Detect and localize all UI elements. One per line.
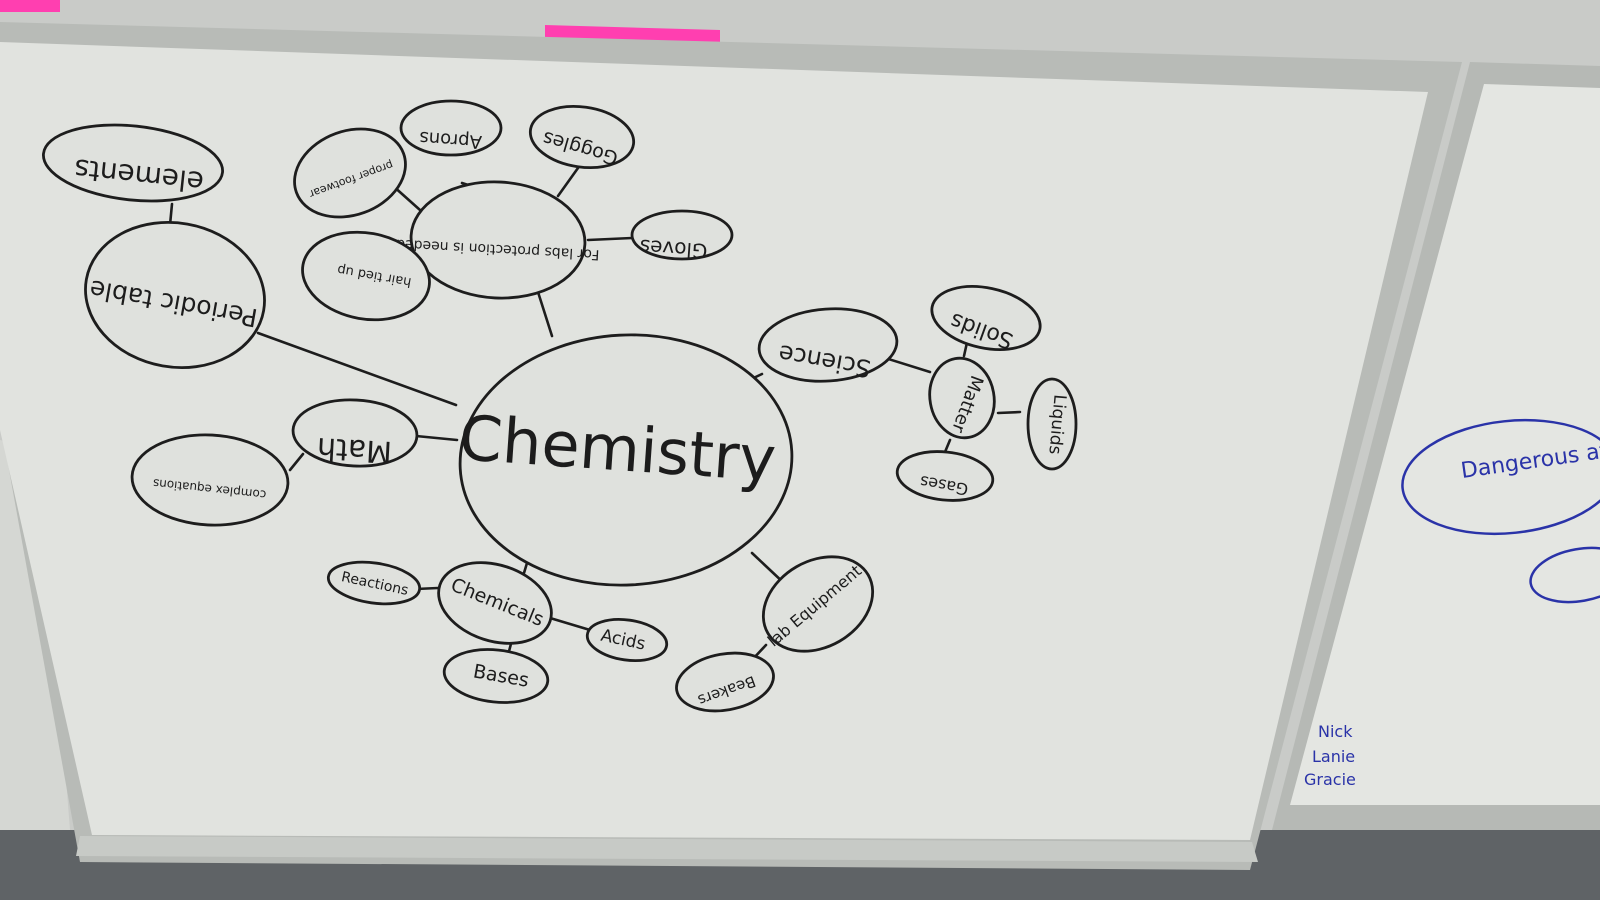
node-hair-tied-up bbox=[301, 230, 431, 322]
node-acids bbox=[585, 618, 669, 662]
node-gloves bbox=[630, 209, 734, 261]
right-board-bubble bbox=[1401, 418, 1600, 536]
node-complex-equations bbox=[130, 433, 290, 527]
node-lab-equipment bbox=[761, 555, 875, 653]
right-board-name-3: Gracie bbox=[1304, 770, 1356, 789]
node-aprons bbox=[399, 99, 503, 157]
node-gloves-label: Gloves bbox=[639, 235, 708, 264]
right-board-surface bbox=[1290, 84, 1600, 805]
right-board-bubble-small bbox=[1529, 546, 1600, 604]
node-beakers bbox=[675, 651, 775, 713]
node-solids bbox=[930, 285, 1042, 351]
node-liquids bbox=[1026, 377, 1078, 471]
node-bases bbox=[442, 648, 550, 704]
node-reactions bbox=[326, 560, 422, 606]
right-board-name-1: Nick bbox=[1318, 722, 1353, 741]
node-chemicals bbox=[437, 561, 553, 645]
node-for-labs bbox=[409, 180, 587, 300]
node-periodic-table bbox=[84, 220, 266, 370]
sticky-note bbox=[545, 25, 720, 42]
node-proper-footwear bbox=[293, 127, 407, 219]
sticky-note bbox=[0, 0, 60, 12]
node-gases bbox=[895, 450, 995, 502]
node-math-label: Math bbox=[316, 430, 393, 469]
left-board-edge bbox=[0, 440, 70, 830]
node-aprons-label: Aprons bbox=[419, 127, 483, 152]
center-node bbox=[458, 333, 794, 587]
node-math bbox=[291, 398, 419, 468]
node-science bbox=[757, 307, 899, 383]
node-matter bbox=[928, 356, 996, 440]
node-elements bbox=[42, 123, 224, 203]
node-goggles bbox=[528, 105, 636, 169]
marker-tray bbox=[76, 836, 1258, 862]
right-board-name-2: Lanie bbox=[1312, 747, 1355, 766]
